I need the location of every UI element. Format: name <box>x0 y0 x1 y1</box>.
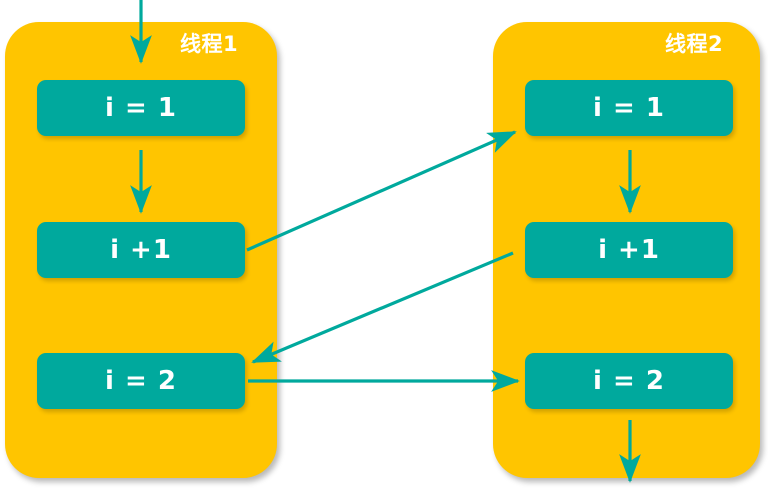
step-box-t2-s2[interactable]: i +1 <box>525 222 733 278</box>
thread-panel-2-title: 线程2 <box>665 32 724 56</box>
step-box-t2-s3[interactable]: i = 2 <box>525 353 733 409</box>
arrow-t2-s2-to-t1-s3 <box>251 251 514 364</box>
step-box-t2-s1[interactable]: i = 1 <box>525 80 733 136</box>
step-box-t1-s1[interactable]: i = 1 <box>37 80 245 136</box>
step-box-t1-s3[interactable]: i = 2 <box>37 353 245 409</box>
arrow-t1-s2-to-t2-s1 <box>246 130 517 252</box>
step-box-t1-s2[interactable]: i +1 <box>37 222 245 278</box>
thread-panel-1-title: 线程1 <box>180 32 239 56</box>
